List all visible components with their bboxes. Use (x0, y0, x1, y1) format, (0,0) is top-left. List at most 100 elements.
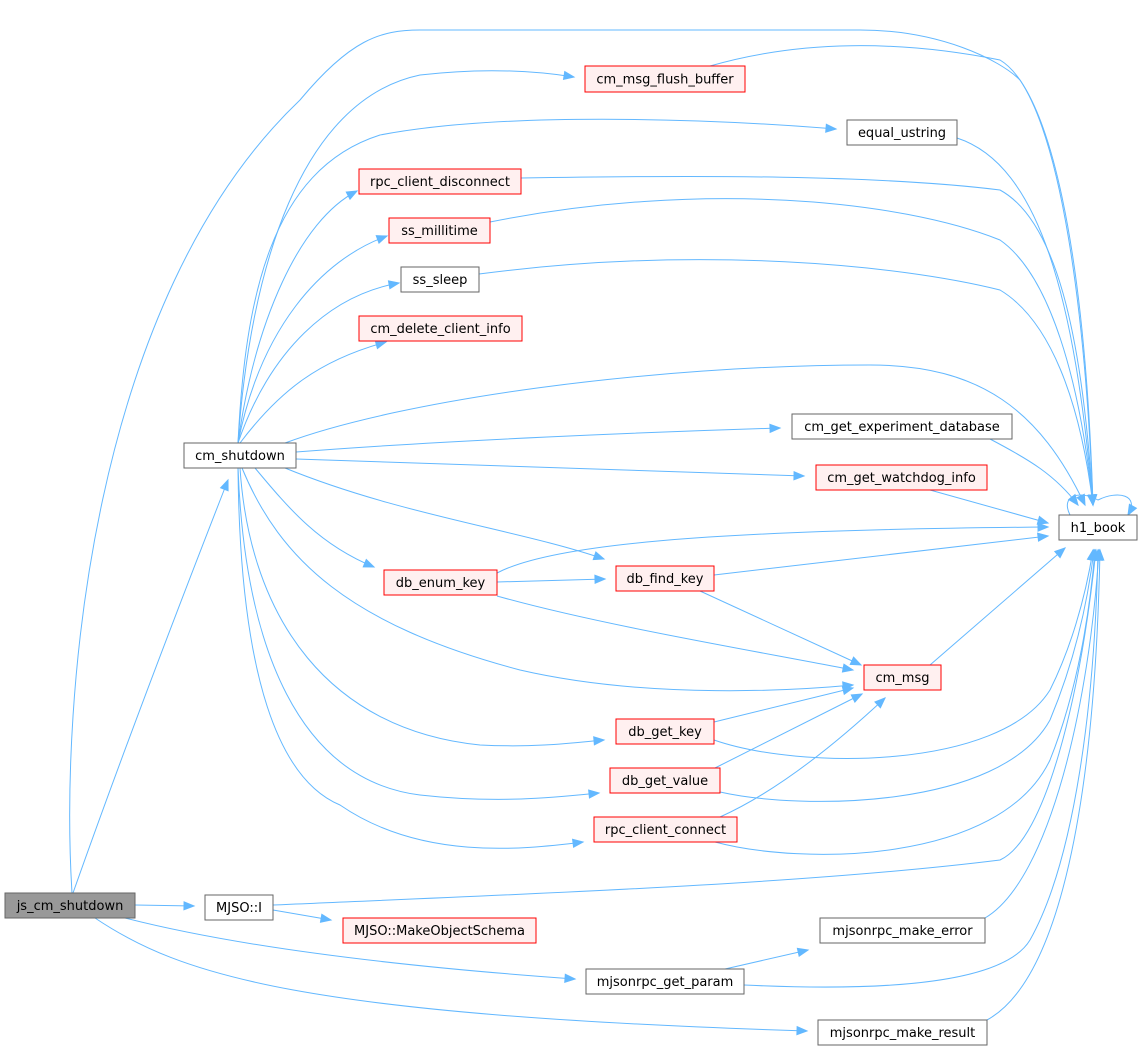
edge-js-cm-shutdown-to-mjsonrpc-get-param-line (124, 917, 576, 980)
node-cm-msg[interactable]: cm_msg (863, 664, 942, 691)
edge-js-cm-shutdown-to-cm-shutdown-line (72, 479, 229, 894)
edge-db-enum-key-to-cm-msg-line (496, 595, 854, 671)
edge-cm-shutdown-to-cm-msg-flush-buffer-arrowhead (562, 70, 576, 81)
edge-db-enum-key-to-db-find-key (496, 574, 607, 585)
node-mjso-i-label: MJSO::I (216, 901, 262, 916)
edge-cm-shutdown-to-ss-sleep-arrowhead (387, 280, 401, 290)
edge-db-find-key-to-cm-msg-arrowhead (849, 656, 863, 666)
node-cm-msg-flush-buffer[interactable]: cm_msg_flush_buffer (584, 65, 746, 93)
edge-db-find-key-to-h1-book (713, 532, 1050, 576)
edge-db-find-key-to-h1-book-arrowhead (1037, 532, 1050, 542)
edge-db-find-key-to-cm-msg-line (699, 590, 862, 666)
node-mjso-i-box (204, 894, 274, 921)
edge-js-cm-shutdown-to-mjsonrpc-get-param (124, 917, 577, 983)
node-db-enum-key[interactable]: db_enum_key (383, 569, 498, 596)
edge-mjsonrpc-make-result-to-h1-book (986, 548, 1105, 1021)
edge-cm-shutdown-to-cm-get-watchdog-info-line (295, 458, 805, 477)
edge-cm-shutdown-to-db-find-key-arrowhead (592, 551, 606, 561)
edge-cm-shutdown-to-db-find-key (284, 467, 606, 561)
node-ss-millitime-label: ss_millitime (401, 224, 478, 239)
edges-layer (69, 29, 1138, 1036)
edge-db-enum-key-to-cm-msg-arrowhead (841, 663, 855, 673)
edge-ss-sleep-to-h1-book (478, 259, 1097, 507)
node-db-get-key[interactable]: db_get_key (615, 718, 715, 745)
nodes-layer: js_cm_shutdown cm_shutdownMJSO::IMJSO::Ma… (4, 65, 1138, 1046)
node-cm-shutdown-label: cm_shutdown (195, 449, 285, 464)
edge-js-cm-shutdown-to-mjsonrpc-get-param-arrowhead (564, 973, 577, 983)
edge-js-cm-shutdown-to-cm-shutdown (72, 478, 229, 894)
node-mjsonrpc-make-result[interactable]: mjsonrpc_make_result (817, 1019, 988, 1046)
node-h1-book[interactable]: h1_book (1058, 514, 1138, 541)
node-mjsonrpc-get-param-label: mjsonrpc_get_param (597, 975, 734, 990)
node-rpc-client-disconnect-box (358, 168, 522, 195)
edge-cm-msg-to-h1-book-arrowhead (1053, 547, 1067, 559)
edge-cm-shutdown-to-h1-book-line (284, 364, 1086, 506)
edge-db-get-key-to-cm-msg-line (713, 687, 854, 723)
edge-rpc-client-connect-to-h1-book-line (714, 549, 1096, 855)
edge-cm-msg-to-h1-book-line (929, 547, 1066, 666)
edge-cm-shutdown-to-cm-get-experiment-database (295, 423, 782, 453)
node-cm-delete-client-info-box (358, 315, 523, 342)
edge-cm-shutdown-to-rpc-client-connect-line (237, 467, 584, 849)
edge-ss-sleep-to-h1-book-arrowhead (1086, 493, 1097, 507)
edge-db-get-value-to-h1-book-line (719, 549, 1095, 802)
edge-mjso-i-to-h1-book-line (272, 549, 1097, 906)
node-h1-book-box (1058, 514, 1138, 541)
edge-db-get-value-to-cm-msg-line (714, 693, 863, 769)
edge-rpc-client-connect-to-cm-msg-arrowhead (874, 697, 886, 709)
node-mjsonrpc-make-error[interactable]: mjsonrpc_make_error (819, 917, 986, 944)
node-equal-ustring-label: equal_ustring (858, 126, 946, 141)
node-db-get-value[interactable]: db_get_value (609, 767, 721, 794)
node-cm-msg-label: cm_msg (876, 671, 930, 686)
edge-ss-sleep-to-h1-book-line (478, 259, 1094, 506)
edge-rpc-client-connect-to-cm-msg-line (719, 697, 886, 818)
edge-js-cm-shutdown-to-cm-shutdown-arrowhead (219, 478, 229, 492)
node-cm-shutdown[interactable]: cm_shutdown (183, 442, 297, 469)
node-db-find-key[interactable]: db_find_key (615, 565, 715, 592)
edge-mjsonrpc-get-param-to-mjsonrpc-make-error (724, 947, 810, 970)
node-equal-ustring[interactable]: equal_ustring (846, 119, 958, 146)
node-js-cm-shutdown[interactable]: js_cm_shutdown (4, 892, 136, 919)
edge-db-get-value-to-cm-msg-arrowhead (850, 693, 864, 703)
node-mjso-i[interactable]: MJSO::I (204, 894, 274, 921)
node-cm-get-watchdog-info[interactable]: cm_get_watchdog_info (815, 464, 988, 491)
node-ss-sleep[interactable]: ss_sleep (400, 266, 480, 293)
node-cm-delete-client-info[interactable]: cm_delete_client_info (358, 315, 523, 342)
edge-cm-shutdown-to-cm-delete-client-info-line (239, 341, 387, 444)
node-rpc-client-disconnect-label: rpc_client_disconnect (370, 175, 510, 190)
edge-cm-shutdown-to-cm-get-watchdog-info-arrowhead (793, 471, 806, 481)
node-cm-get-watchdog-info-box (815, 464, 988, 491)
node-equal-ustring-box (846, 119, 958, 146)
node-mjso-makeobjectschema-box (342, 917, 537, 944)
node-rpc-client-disconnect[interactable]: rpc_client_disconnect (358, 168, 522, 195)
edge-js-cm-shutdown-to-mjsonrpc-make-result (94, 917, 809, 1036)
node-rpc-client-connect[interactable]: rpc_client_connect (593, 816, 738, 843)
node-db-enum-key-label: db_enum_key (396, 576, 486, 591)
node-mjsonrpc-make-error-label: mjsonrpc_make_error (832, 924, 973, 939)
edge-js-cm-shutdown-to-h1-book-line (69, 29, 1094, 894)
edge-cm-shutdown-to-rpc-client-connect (237, 467, 585, 849)
edge-mjso-i-to-mjso-makeobjectschema-arrowhead (319, 913, 333, 923)
edge-db-enum-key-to-h1-book-arrowhead (1037, 522, 1050, 532)
edge-ss-millitime-to-h1-book-line (489, 198, 1094, 506)
edge-cm-shutdown-to-db-enum-key (254, 467, 376, 568)
edge-equal-ustring-to-h1-book-line (956, 137, 1094, 506)
node-mjsonrpc-make-error-box (819, 917, 986, 944)
node-cm-get-experiment-database-box (791, 413, 1013, 440)
edge-mjsonrpc-make-result-to-h1-book-line (986, 549, 1101, 1021)
edge-cm-shutdown-to-ss-sleep-line (237, 282, 400, 444)
edge-cm-shutdown-to-cm-msg-line (241, 467, 854, 692)
edge-js-cm-shutdown-to-mjso-i-arrowhead (183, 901, 196, 911)
node-cm-get-experiment-database[interactable]: cm_get_experiment_database (791, 413, 1013, 440)
edge-cm-shutdown-to-db-get-value-line (237, 467, 600, 800)
node-cm-delete-client-info-label: cm_delete_client_info (370, 322, 510, 337)
node-mjso-makeobjectschema[interactable]: MJSO::MakeObjectSchema (342, 917, 537, 944)
edge-equal-ustring-to-h1-book (956, 137, 1097, 507)
node-mjsonrpc-get-param[interactable]: mjsonrpc_get_param (585, 968, 745, 995)
edge-cm-shutdown-to-db-get-key-arrowhead (593, 736, 606, 746)
node-db-get-value-label: db_get_value (622, 774, 708, 789)
node-ss-millitime[interactable]: ss_millitime (388, 217, 491, 244)
edge-cm-shutdown-to-h1-book-arrowhead (1076, 493, 1086, 507)
edge-cm-shutdown-to-rpc-client-disconnect-arrowhead (345, 190, 359, 201)
edge-db-enum-key-to-db-find-key-line (496, 578, 606, 583)
